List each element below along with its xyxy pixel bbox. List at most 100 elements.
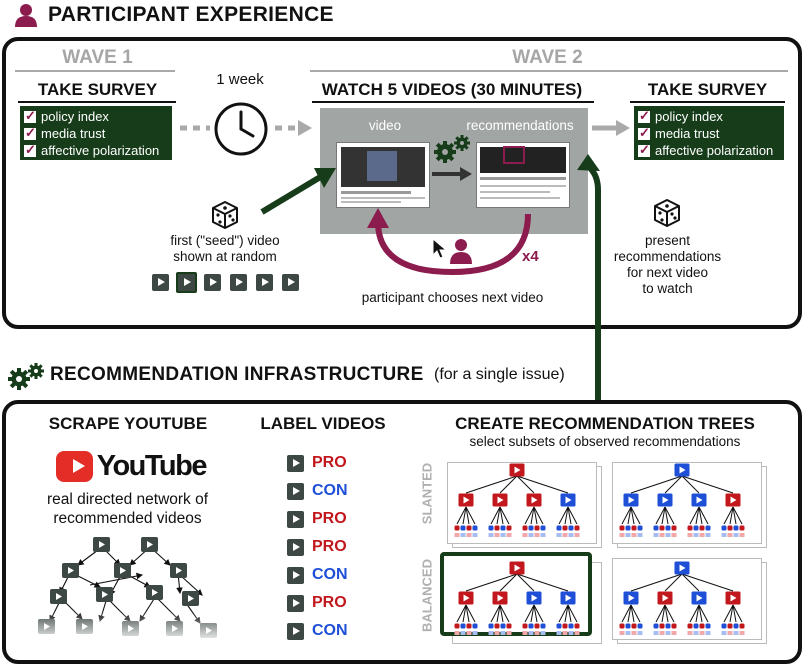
play-glyph bbox=[463, 496, 470, 504]
play-glyph bbox=[662, 594, 669, 602]
tree-leaf-shadow bbox=[506, 533, 512, 537]
tree-edge bbox=[630, 506, 641, 525]
tree-leaf-node bbox=[522, 525, 528, 531]
tree-leaf-shadow bbox=[653, 533, 659, 537]
tree-edge bbox=[689, 506, 700, 525]
tree-leaf-node bbox=[721, 525, 727, 531]
tree-edge bbox=[698, 604, 709, 623]
watch-rule bbox=[312, 101, 594, 103]
tree-leaf-shadow bbox=[705, 533, 711, 537]
tree-edge bbox=[664, 604, 669, 623]
tree-leaf-node bbox=[540, 623, 546, 629]
tree-leaf-shadow bbox=[540, 631, 546, 635]
infra-panel bbox=[2, 400, 802, 664]
tree-edge bbox=[533, 506, 544, 525]
cursor-icon bbox=[432, 237, 448, 260]
tree-leaf-node bbox=[454, 525, 460, 531]
wave2-label: WAVE 2 bbox=[512, 47, 583, 68]
tree-edge bbox=[516, 475, 535, 494]
tree-edge bbox=[698, 506, 709, 525]
tree-leaf-node bbox=[637, 623, 643, 629]
tree-leaf-shadow bbox=[528, 631, 534, 635]
tree-edge bbox=[499, 506, 504, 525]
tree-leaf-shadow bbox=[466, 533, 472, 537]
scrape-description: real directed network of recommended vid… bbox=[46, 491, 209, 527]
tree-leaf-shadow bbox=[733, 631, 739, 635]
play-glyph bbox=[730, 594, 737, 602]
checkbox-icon bbox=[638, 125, 650, 141]
tree-edge bbox=[664, 573, 683, 592]
tree-edge bbox=[516, 475, 569, 494]
tree-edge bbox=[689, 604, 700, 623]
dice-icon bbox=[210, 200, 240, 230]
tree-edge bbox=[465, 506, 476, 525]
tree-leaf-node bbox=[562, 525, 568, 531]
tree-leaf-node bbox=[705, 623, 711, 629]
tree-leaf-node bbox=[671, 623, 677, 629]
tree-leaf-node bbox=[534, 623, 540, 629]
list-item: CON bbox=[287, 622, 348, 640]
tree-leaf-shadow bbox=[556, 631, 562, 635]
tree-edge bbox=[465, 475, 518, 494]
infra-heading: RECOMMENDATION INFRASTRUCTURE bbox=[50, 364, 424, 385]
wave2-rule bbox=[310, 70, 788, 72]
video-label: video bbox=[368, 118, 402, 133]
person-icon bbox=[13, 3, 39, 27]
tree-leaf-shadow bbox=[687, 631, 693, 635]
tree-edge bbox=[681, 573, 700, 592]
tree-slanted-con bbox=[607, 458, 757, 540]
tree-leaf-node bbox=[528, 623, 534, 629]
tree-edge bbox=[630, 506, 635, 525]
tree-leaf-shadow bbox=[671, 533, 677, 537]
tree-leaf-node bbox=[488, 525, 494, 531]
checkbox-icon bbox=[638, 142, 650, 158]
tree-edge bbox=[530, 506, 535, 525]
play-icon bbox=[287, 482, 304, 500]
tree-leaf-shadow bbox=[568, 631, 574, 635]
tree-leaf-shadow bbox=[693, 533, 699, 537]
checkbox-icon bbox=[24, 142, 36, 158]
tree-edge bbox=[567, 604, 572, 623]
tree-leaf-shadow bbox=[693, 631, 699, 635]
tree-edge bbox=[698, 604, 703, 623]
tree-edge bbox=[732, 506, 737, 525]
tree-edge bbox=[496, 604, 501, 623]
tree-leaf-shadow bbox=[562, 631, 568, 635]
play-glyph bbox=[565, 594, 572, 602]
tree-edge bbox=[490, 506, 501, 525]
tree-graphic bbox=[619, 561, 745, 635]
tree-edge bbox=[661, 506, 666, 525]
play-glyph bbox=[662, 496, 669, 504]
play-glyph bbox=[531, 594, 538, 602]
tree-leaf-shadow bbox=[522, 631, 528, 635]
tree-leaf-node bbox=[534, 525, 540, 531]
tree-edge bbox=[564, 506, 569, 525]
tree-edge bbox=[456, 604, 467, 623]
tree-edge bbox=[524, 604, 535, 623]
tree-edge bbox=[698, 506, 703, 525]
tree-leaf-node bbox=[494, 525, 500, 531]
tree-leaf-node bbox=[671, 525, 677, 531]
tree-edge bbox=[627, 604, 632, 623]
tree-edge bbox=[664, 604, 675, 623]
checkbox-icon bbox=[638, 108, 650, 124]
tree-edge bbox=[456, 506, 467, 525]
tree-leaf-shadow bbox=[727, 631, 733, 635]
tree-leaf-shadow bbox=[460, 631, 466, 635]
participant-panel bbox=[2, 37, 802, 329]
tree-leaf-shadow bbox=[568, 533, 574, 537]
tree-leaf-shadow bbox=[631, 533, 637, 537]
list-item: PRO bbox=[287, 454, 347, 472]
tree-edge bbox=[558, 506, 569, 525]
play-glyph bbox=[497, 496, 504, 504]
infra-heading-sub: (for a single issue) bbox=[434, 366, 565, 383]
tree-edge bbox=[681, 475, 700, 494]
present-recs-text: present recommendations for next video t… bbox=[613, 233, 722, 296]
survey-item: media trust bbox=[24, 125, 168, 142]
play-glyph bbox=[497, 594, 504, 602]
tree-balanced-pro-root bbox=[442, 556, 592, 638]
tree-leaf-node bbox=[460, 623, 466, 629]
tree-edge bbox=[723, 604, 734, 623]
list-item: CON bbox=[287, 566, 348, 584]
checkbox-icon bbox=[24, 108, 36, 124]
